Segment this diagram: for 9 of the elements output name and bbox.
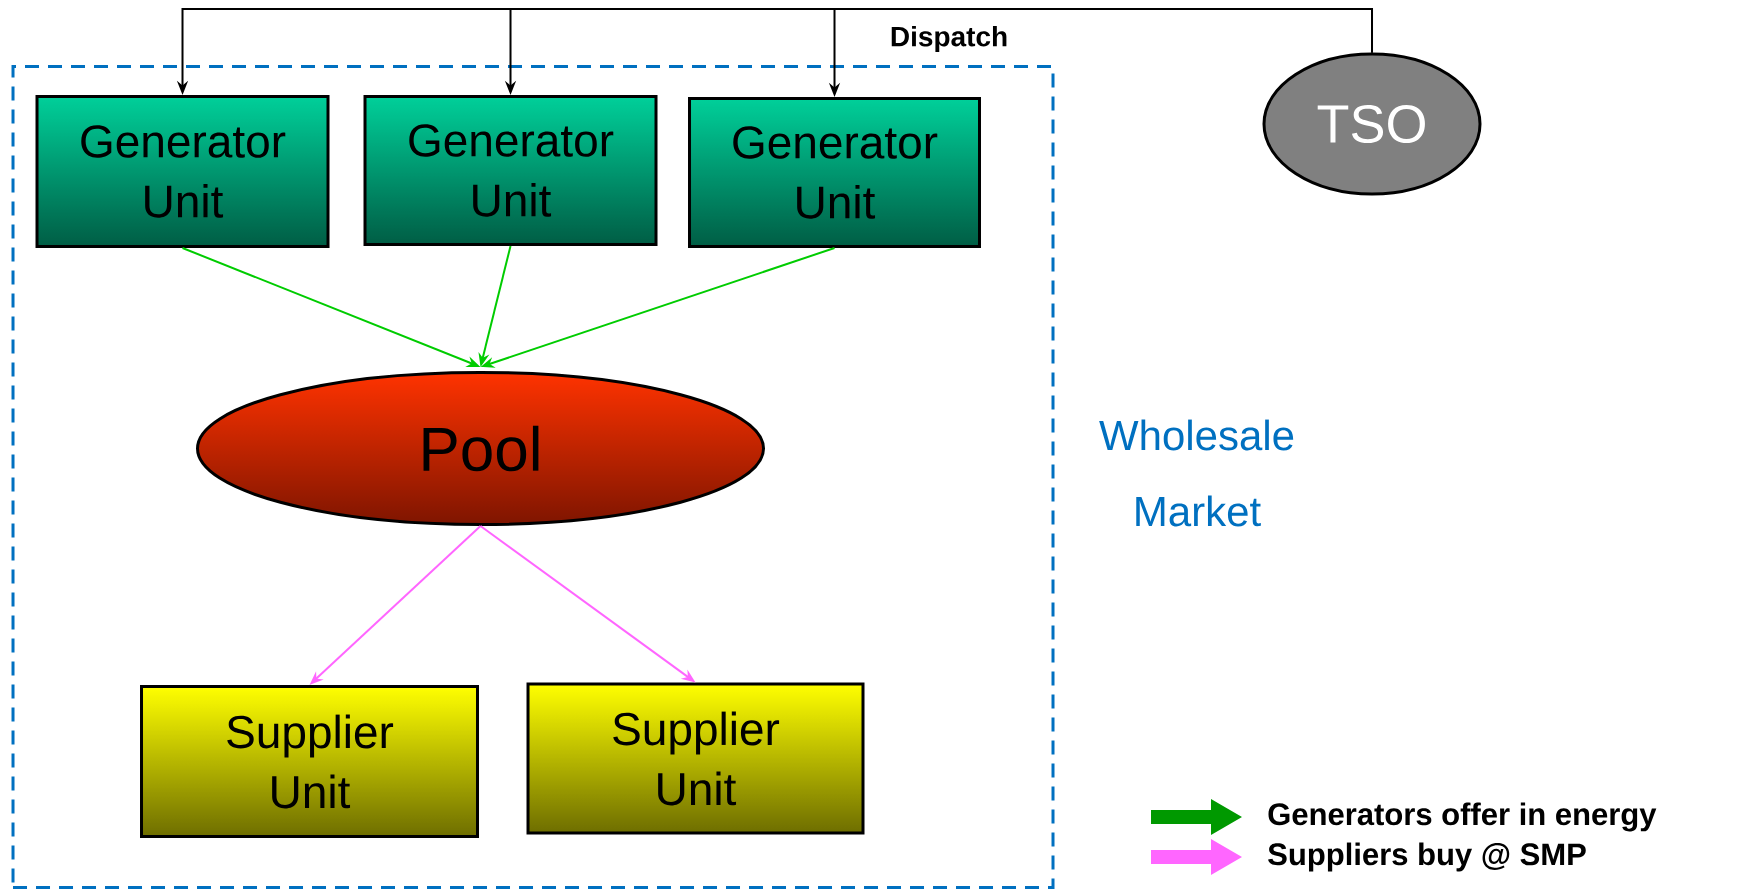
supplier-box: Supplier Unit bbox=[140, 685, 479, 838]
generator-box: Generator Unit bbox=[363, 95, 658, 246]
dispatch-label: Dispatch bbox=[891, 25, 1007, 53]
legend-text: Generators offer in energy bbox=[1268, 802, 1657, 832]
node-label: Wholesale Market bbox=[1099, 419, 1294, 527]
generator-box: Generator Unit bbox=[688, 97, 981, 248]
legend-text: Suppliers buy @ SMP bbox=[1268, 842, 1586, 872]
generator-box: Generator Unit bbox=[35, 95, 330, 248]
supplier-box: Supplier Unit bbox=[526, 682, 865, 835]
